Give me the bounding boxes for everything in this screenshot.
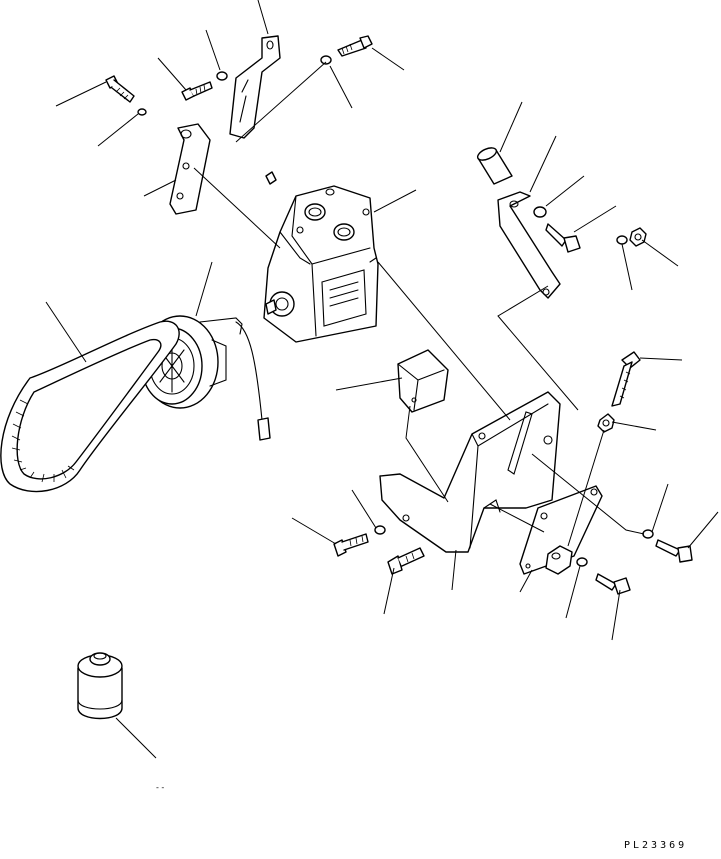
bolt-left — [105, 75, 135, 103]
washer-lower-right — [642, 529, 654, 539]
mounting-bracket-left — [169, 123, 211, 215]
compressor — [263, 171, 379, 343]
washer-upper-left — [216, 71, 228, 81]
adjusting-bracket — [229, 35, 281, 139]
bolt-stay — [545, 223, 581, 253]
leader-lines — [45, 0, 719, 759]
washer-lower-left — [374, 525, 386, 535]
washer-stay-right — [616, 235, 628, 245]
v-belt — [0, 320, 180, 493]
reinforcement-plate — [519, 485, 603, 575]
drawing-code: PL23369 — [624, 840, 687, 851]
spacer-collar — [476, 147, 513, 185]
washer-upper-right — [320, 55, 332, 65]
bolt-upper-left — [181, 81, 213, 101]
washer-left — [137, 108, 147, 116]
nut-stay — [629, 227, 647, 247]
bolt-tall — [611, 351, 641, 407]
bolt-block — [595, 573, 631, 595]
bolt-lower-right — [655, 539, 693, 563]
washer-tall-bolt — [597, 413, 615, 433]
drawing-marker: - - — [156, 783, 164, 792]
bolt-upper-right — [337, 35, 373, 57]
compressor-mounting-bracket — [379, 391, 561, 553]
washer-block — [576, 557, 588, 567]
washer-stay — [533, 206, 547, 218]
stay-bracket — [497, 191, 561, 299]
bolt-lower-left — [333, 533, 369, 557]
block-nut — [545, 545, 573, 575]
bolt-bracket-left — [387, 547, 425, 575]
shim-plate — [397, 349, 449, 413]
clutch-lead-wire — [235, 321, 271, 441]
receiver-dryer — [77, 652, 123, 720]
